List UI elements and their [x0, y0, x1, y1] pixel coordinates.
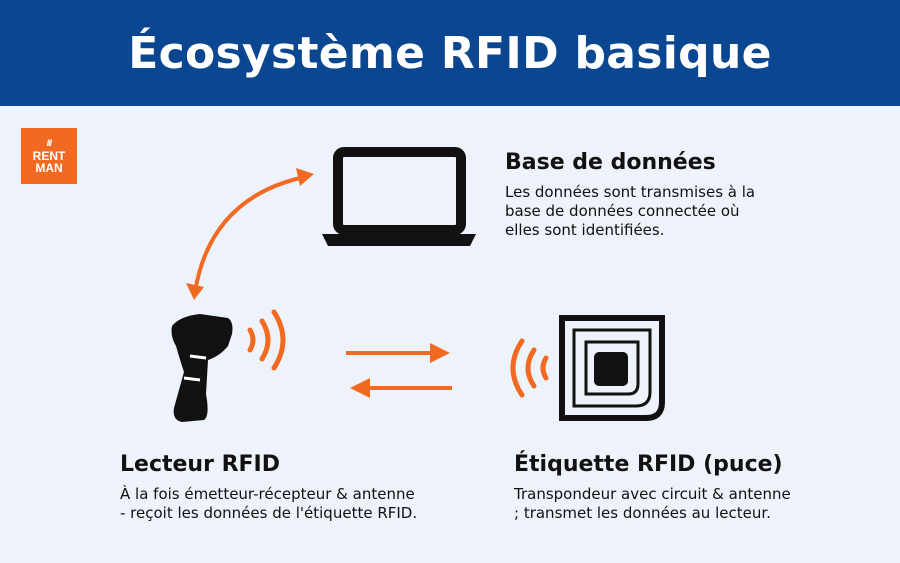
- logo-line-2: MAN: [35, 161, 63, 175]
- reader-desc-line: À la fois émetteur-récepteur & antenne: [120, 485, 415, 503]
- logo-line-1: RENT: [32, 149, 66, 163]
- database-description: Les données sont transmises à la base de…: [505, 183, 835, 240]
- tag-block: Étiquette RFID (puce) Transpondeur avec …: [514, 452, 884, 523]
- rentman-logo: /// RENT MAN: [21, 128, 77, 184]
- reader-desc-line: - reçoit les données de l'étiquette RFID…: [120, 504, 418, 522]
- tag-desc-line: Transpondeur avec circuit & antenne: [514, 485, 791, 503]
- reader-description: À la fois émetteur-récepteur & antenne -…: [120, 485, 490, 523]
- reader-block: Lecteur RFID À la fois émetteur-récepteu…: [120, 452, 490, 523]
- signal-waves-icon: [247, 309, 286, 371]
- database-title: Base de données: [505, 150, 716, 175]
- page-title: Écosystème RFID basique: [128, 27, 772, 79]
- tag-description: Transpondeur avec circuit & antenne ; tr…: [514, 485, 884, 523]
- rfid-scanner-icon: [171, 314, 233, 422]
- tag-title: Étiquette RFID (puce): [514, 452, 783, 477]
- tag-signal-waves-icon: [510, 338, 549, 398]
- reader-title: Lecteur RFID: [120, 452, 281, 477]
- sync-arrow-icon: [186, 168, 314, 300]
- database-desc-line: elles sont identifiées.: [505, 221, 665, 239]
- rfid-chip-icon: [559, 315, 665, 421]
- database-desc-line: Les données sont transmises à la: [505, 183, 756, 201]
- database-block: Base de données Les données sont transmi…: [505, 150, 835, 240]
- header-banner: Écosystème RFID basique: [0, 0, 900, 106]
- tag-desc-line: ; transmet les données au lecteur.: [514, 504, 771, 522]
- transfer-arrows-icon: [346, 343, 452, 398]
- logo-marks: ///: [46, 138, 52, 148]
- database-desc-line: base de données connectée où: [505, 202, 740, 220]
- laptop-icon: [322, 147, 476, 246]
